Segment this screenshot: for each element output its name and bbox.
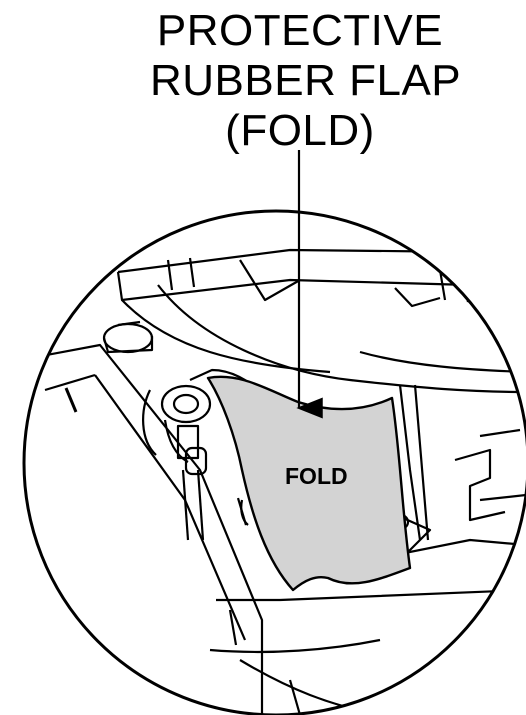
- callout-line-2: RUBBER FLAP: [150, 56, 462, 105]
- flap-label: FOLD: [285, 463, 348, 489]
- callout-line-1: PROTECTIVE: [156, 6, 444, 55]
- hose-clamp: [102, 320, 154, 354]
- magnifier-circle: [22, 209, 526, 715]
- callout-label: PROTECTIVE RUBBER FLAP (FOLD): [150, 6, 462, 156]
- hose-fitting: [142, 384, 212, 541]
- callout-line-3: (FOLD): [225, 106, 375, 155]
